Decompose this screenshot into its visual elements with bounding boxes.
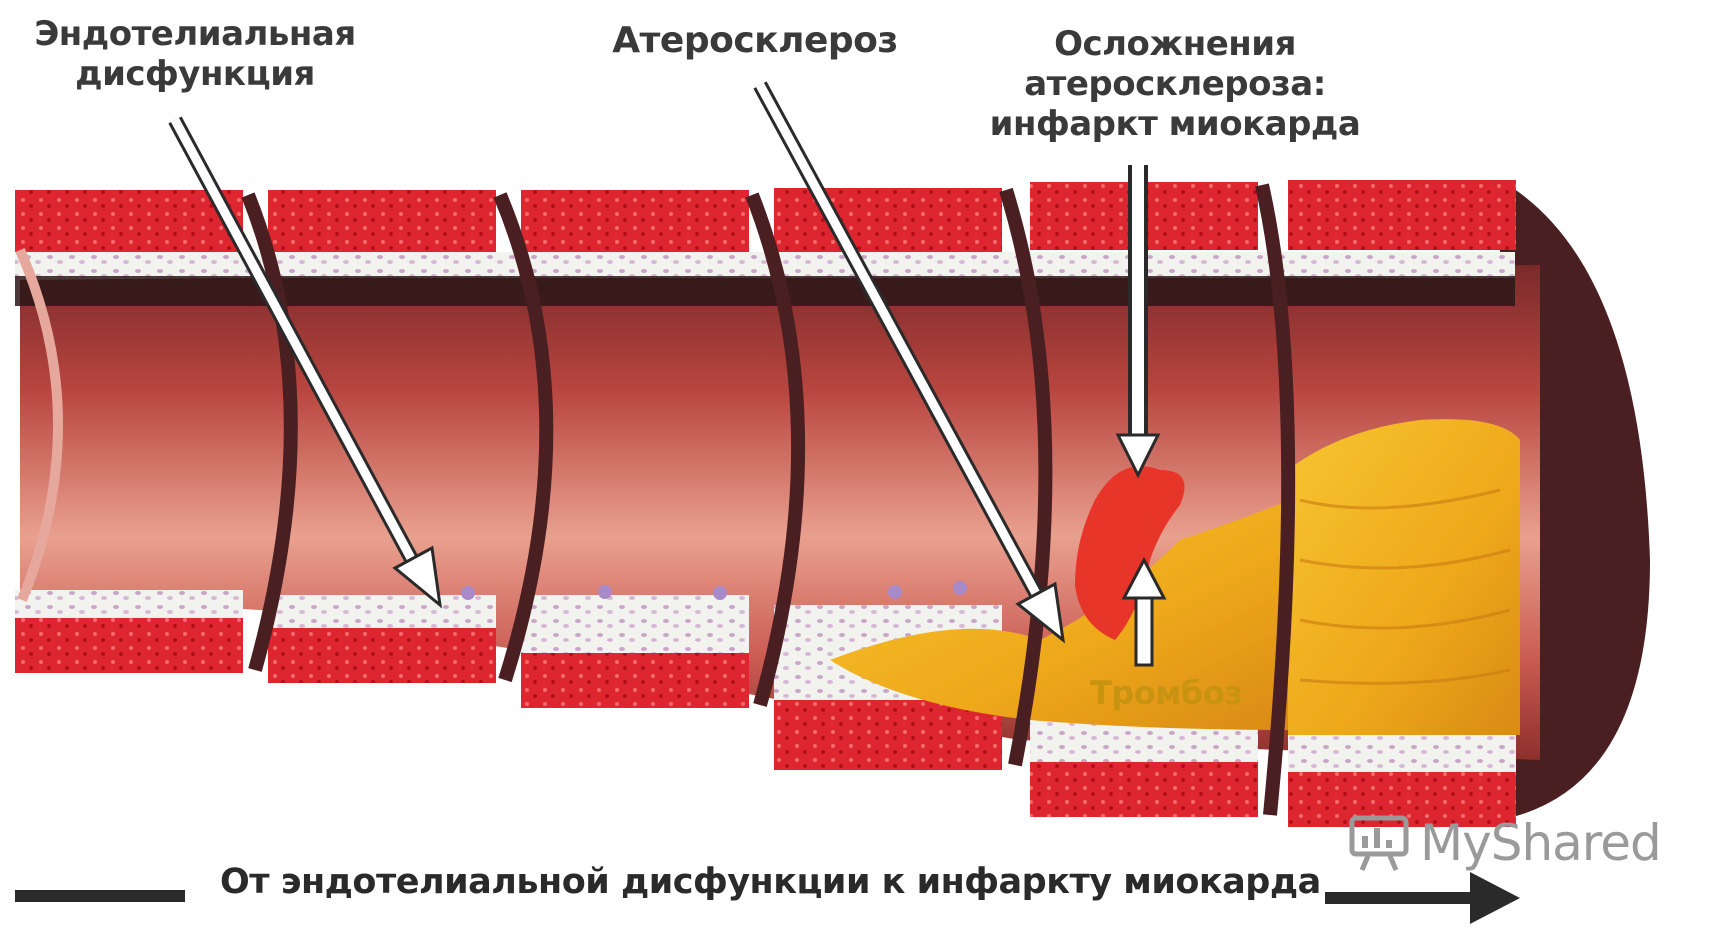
- label-endothelial-line-2: дисфункция: [30, 54, 360, 94]
- occlusive-plaque: [1288, 419, 1520, 735]
- top-wall-segment-3: [521, 190, 749, 255]
- top-wall-segment-1: [15, 190, 243, 255]
- bottom-wall-segment-1: [15, 590, 243, 620]
- watermark-text: MyShared: [1420, 814, 1661, 872]
- top-wall-segment-2: [268, 190, 496, 255]
- progress-arrow-right-icon: [1325, 872, 1520, 924]
- label-endothelial-line-1: Эндотелиальная: [30, 14, 360, 54]
- label-atherosclerosis: Атеросклероз: [610, 20, 900, 62]
- label-endothelial-dysfunction: Эндотелиальная дисфункция: [30, 14, 360, 94]
- progress-bar-left: [15, 890, 185, 902]
- label-complications-line-2: атеросклероза:: [960, 64, 1390, 104]
- top-wall-segment-6: [1288, 180, 1516, 250]
- label-thrombosis: Тромбоз: [1090, 675, 1270, 713]
- caption: От эндотелиальной дисфункции к инфаркту …: [220, 862, 1310, 903]
- bottom-wall-segment-2: [268, 595, 496, 630]
- bottom-wall-segment-3: [521, 595, 749, 655]
- label-complications: Осложнения атеросклероза: инфаркт миокар…: [960, 24, 1390, 144]
- top-wall-segment-4: [774, 188, 1002, 253]
- label-complications-line-3: инфаркт миокарда: [960, 104, 1390, 144]
- label-complications-line-1: Осложнения: [960, 24, 1390, 64]
- watermark-logo-icon: [1348, 812, 1410, 874]
- watermark: MyShared: [1348, 808, 1661, 878]
- bottom-wall-segment-6: [1288, 730, 1516, 775]
